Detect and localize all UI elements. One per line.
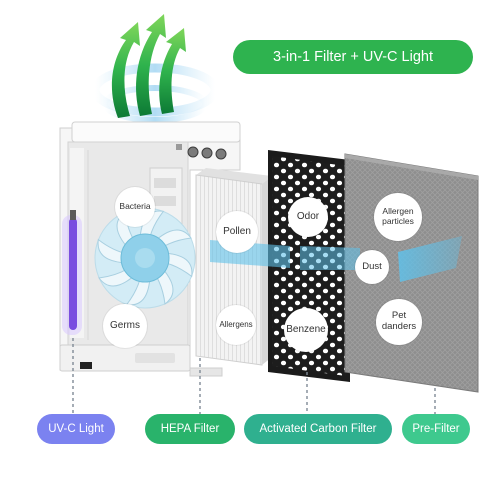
uv-lamp-icon — [62, 210, 82, 335]
uv-light-label: UV-C Light — [37, 414, 115, 444]
control-knobs-icon — [176, 144, 227, 160]
particle-bacteria-label: Bacteria — [115, 187, 155, 227]
particle-pollen-label: Pollen — [216, 211, 258, 253]
particle-benzene-label: Benzene — [284, 308, 328, 352]
particle-germs-label: Germs — [103, 304, 147, 348]
particle-allergens-label: Allergens — [216, 305, 256, 345]
airflow-arrows-icon — [90, 14, 220, 123]
particle-allergen-particles-label: Allergen particles — [374, 193, 422, 241]
particle-dust-label: Dust — [355, 250, 389, 284]
headline-banner: 3-in-1 Filter + UV-C Light — [233, 40, 473, 74]
hepa-filter-label: HEPA Filter — [145, 414, 235, 444]
carbon-filter-label: Activated Carbon Filter — [244, 414, 392, 444]
particle-odor-label: Odor — [288, 197, 328, 237]
pre-filter-label: Pre-Filter — [402, 414, 470, 444]
particle-pet-danders-label: Pet danders — [376, 299, 422, 345]
